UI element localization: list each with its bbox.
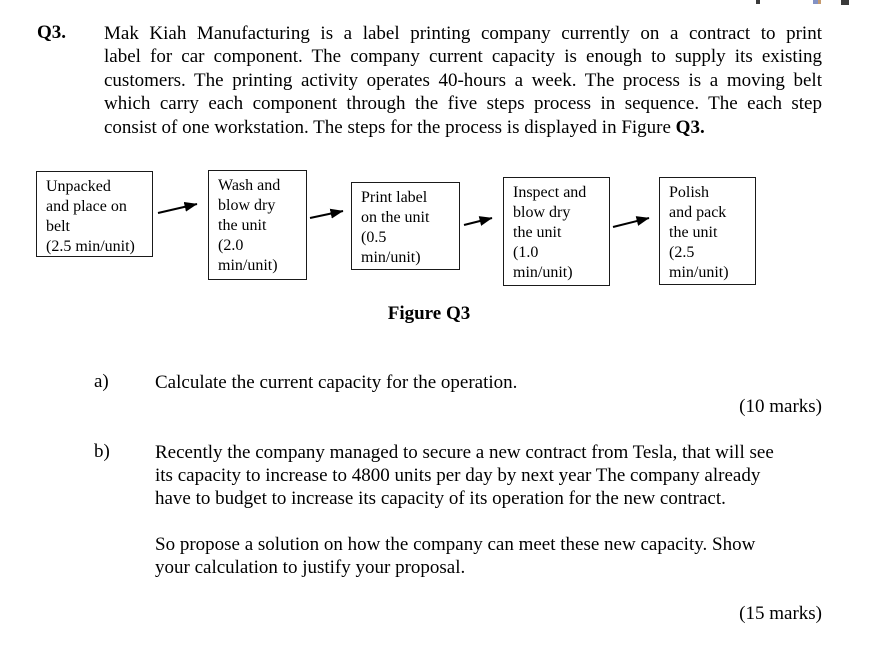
intro-line-text: consist of one workstation. The steps fo…: [104, 116, 676, 138]
intro-line: consist of one workstation. The steps fo…: [104, 116, 822, 139]
figure-reference: Q3.: [675, 116, 705, 138]
page-edge-artifact: [813, 0, 818, 4]
figure-caption: Figure Q3: [387, 303, 471, 324]
process-step-box-unpack: Unpacked and place on belt (2.5 min/unit…: [36, 171, 153, 257]
right-arrow-icon: [157, 201, 198, 214]
part-b-paragraph-2: So propose a solution on how the company…: [155, 534, 756, 579]
process-step-box-wash: Wash and blow dry the unit (2.0 min/unit…: [208, 170, 307, 280]
question-number: Q3.: [37, 22, 67, 43]
process-step-box-print: Print label on the unit (0.5 min/unit): [351, 182, 460, 270]
intro-line: Mak Kiah Manufacturing is a label printi…: [104, 23, 822, 44]
intro-line: which carry each component through the f…: [104, 93, 822, 115]
part-b-label: b): [94, 441, 110, 462]
flow-arrows: [157, 201, 650, 228]
part-b-marks: (15 marks): [739, 603, 822, 624]
page-edge-artifact: [841, 0, 849, 5]
right-arrow-icon: [612, 216, 650, 228]
page-edge-artifact: [756, 0, 760, 4]
part-b-paragraph-1: Recently the company managed to secure a…: [155, 442, 774, 510]
intro-line: customers. The printing activity operate…: [104, 69, 822, 91]
right-arrow-icon: [463, 216, 493, 226]
part-a-text: Calculate the current capacity for the o…: [155, 372, 518, 393]
intro-line: label for car component. The company cur…: [104, 46, 822, 68]
question-intro-paragraph: Mak Kiah Manufacturing is a label printi…: [104, 22, 822, 139]
process-step-box-polish: Polish and pack the unit (2.5 min/unit): [659, 177, 756, 285]
part-a-label: a): [94, 371, 109, 392]
right-arrow-icon: [309, 208, 344, 219]
page-edge-artifact: [818, 0, 821, 4]
process-step-box-inspect: Inspect and blow dry the unit (1.0 min/u…: [503, 177, 610, 286]
part-a-marks: (10 marks): [739, 396, 822, 417]
